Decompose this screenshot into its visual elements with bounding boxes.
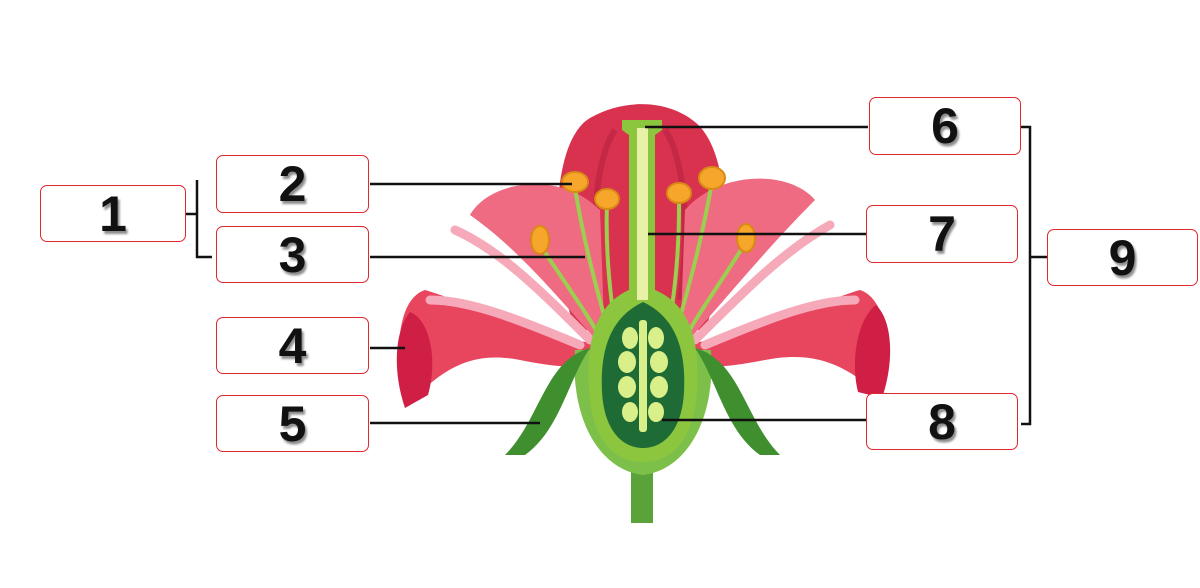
anther: [736, 223, 756, 253]
petal-left: [399, 290, 600, 408]
anthers: [530, 166, 756, 255]
ovules: [618, 320, 668, 432]
label-text: 8: [928, 393, 956, 450]
label-text: 6: [931, 98, 959, 154]
anther: [698, 166, 726, 190]
anther: [594, 188, 620, 210]
label-text: 7: [928, 206, 956, 262]
label-text: 1: [99, 185, 127, 242]
label-box-2[interactable]: 2: [216, 155, 369, 213]
petal-right-upper: [680, 178, 815, 350]
label-box-4[interactable]: 4: [216, 317, 369, 374]
petal-left-highlight: [425, 225, 595, 350]
label-box-6[interactable]: 6: [869, 97, 1021, 155]
anther: [530, 225, 550, 255]
sepal-right: [695, 348, 780, 455]
petal-right: [685, 290, 888, 398]
petal-left-tip: [396, 312, 433, 408]
label-box-7[interactable]: 7: [866, 205, 1018, 263]
petal-right-tip: [854, 305, 891, 398]
anther: [666, 182, 692, 204]
label-box-1[interactable]: 1: [40, 185, 186, 242]
label-text: 9: [1108, 229, 1137, 286]
sepal-left: [505, 348, 590, 455]
label-text: 2: [278, 156, 307, 212]
petal-left-upper: [470, 184, 605, 350]
label-box-8[interactable]: 8: [866, 393, 1018, 450]
style-core: [637, 128, 648, 300]
label-text: 4: [278, 317, 307, 374]
label-box-3[interactable]: 3: [216, 226, 369, 283]
label-box-9[interactable]: 9: [1047, 229, 1198, 286]
bracket-1: [195, 180, 212, 259]
label-text: 3: [278, 226, 307, 283]
bracket-9: [1021, 125, 1032, 426]
anther: [561, 171, 589, 193]
label-box-5[interactable]: 5: [216, 395, 369, 452]
label-text: 5: [278, 395, 307, 452]
leader-lines: [186, 125, 1047, 426]
